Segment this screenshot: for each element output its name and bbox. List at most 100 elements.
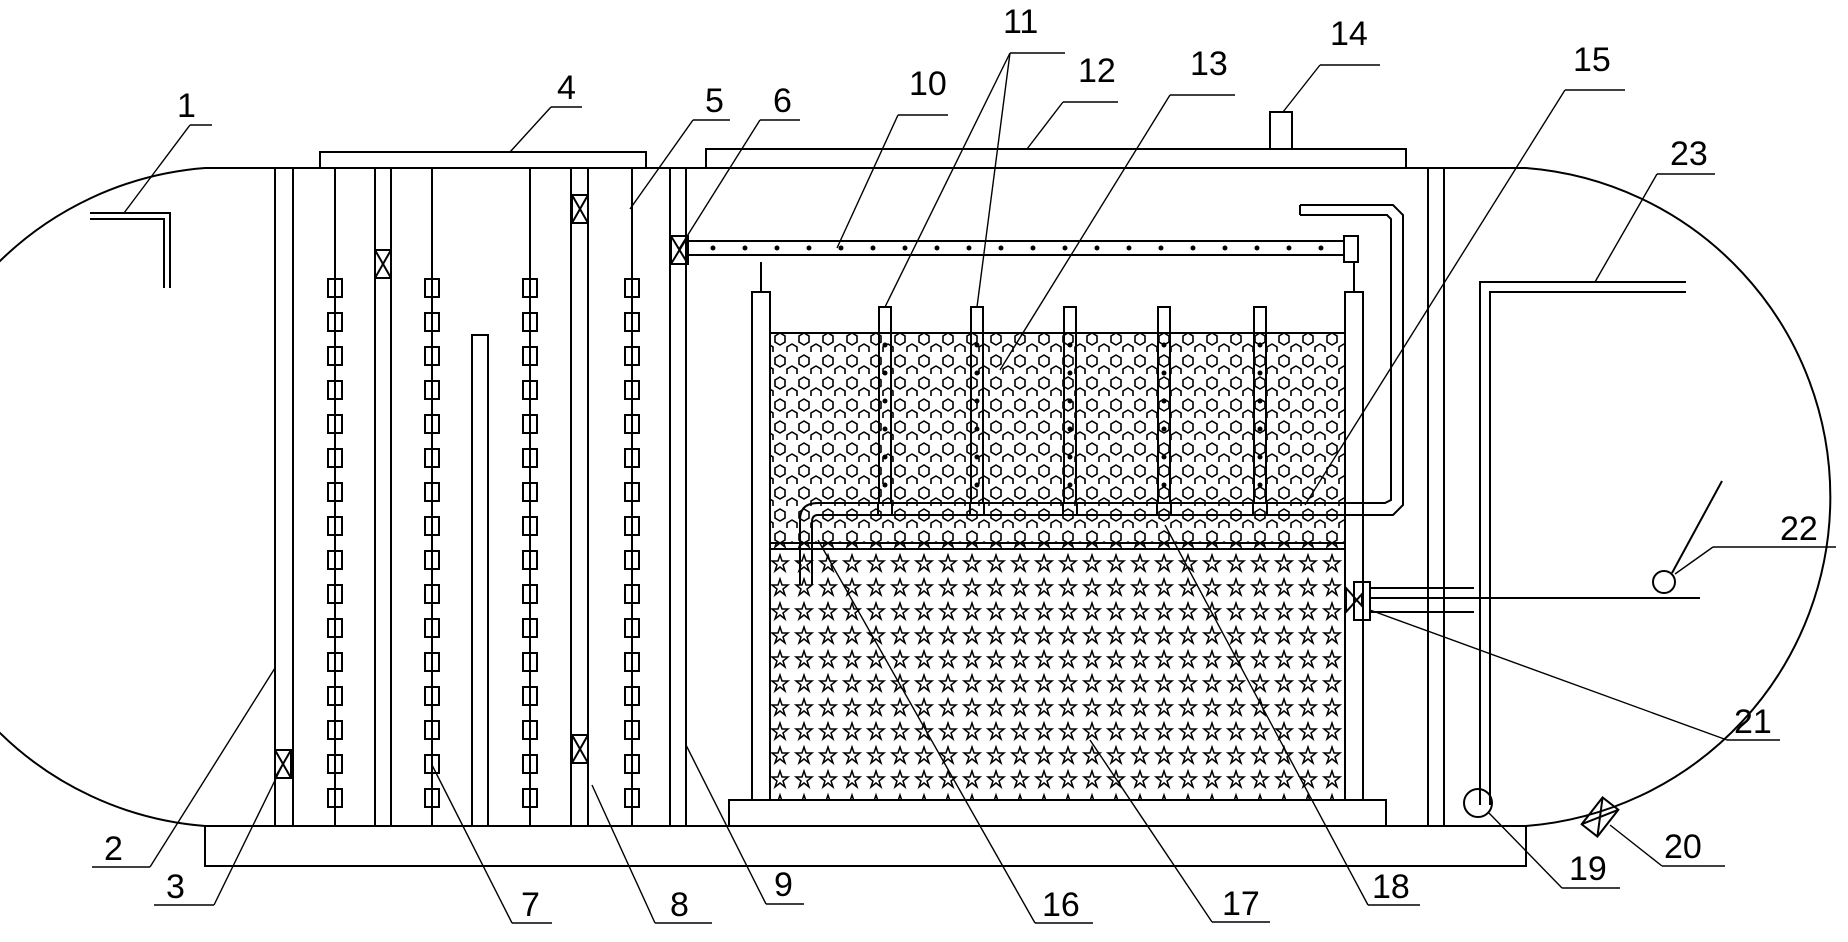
media-carrier — [522, 278, 538, 298]
aeration-hole — [1126, 245, 1132, 251]
aeration-holes — [710, 245, 1324, 251]
label-13: 13 — [1190, 45, 1228, 83]
media-carrier — [522, 754, 538, 774]
media-carrier — [522, 516, 538, 536]
aeration-hole — [870, 245, 876, 251]
label-10: 10 — [909, 65, 947, 103]
media-carrier — [624, 652, 640, 672]
media-carrier — [522, 414, 538, 434]
media-carrier — [424, 720, 440, 740]
media-carrier — [522, 380, 538, 400]
media-carrier — [522, 788, 538, 808]
aeration-hole — [1190, 245, 1196, 251]
media-carrier — [424, 550, 440, 570]
inlet-pipe — [90, 212, 171, 288]
media-carrier — [624, 754, 640, 774]
label-12: 12 — [1078, 52, 1116, 90]
air-lift-pipe — [1252, 306, 1268, 516]
label-9: 9 — [774, 866, 793, 904]
float-arm — [1671, 480, 1723, 574]
media-carrier — [424, 482, 440, 502]
aeration-hole — [742, 245, 748, 251]
media-carrier — [327, 278, 343, 298]
media-carrier — [624, 720, 640, 740]
aeration-hole — [1030, 245, 1036, 251]
aeration-hole — [902, 245, 908, 251]
aeration-hole — [774, 245, 780, 251]
label-8: 8 — [670, 886, 689, 924]
aeration-hole — [998, 245, 1004, 251]
upper-media-layer — [770, 333, 1345, 543]
media-carrier — [624, 550, 640, 570]
label-15: 15 — [1573, 41, 1611, 79]
media-carrier — [624, 618, 640, 638]
label-17: 17 — [1222, 885, 1260, 923]
label-16: 16 — [1042, 886, 1080, 924]
media-carrier — [327, 346, 343, 366]
filter-base — [728, 799, 1387, 827]
label-19: 19 — [1569, 850, 1607, 888]
media-carrier — [522, 618, 538, 638]
media-carrier — [624, 346, 640, 366]
media-carrier — [424, 380, 440, 400]
media-carrier — [624, 482, 640, 502]
media-carrier — [624, 312, 640, 332]
aeration-hole — [966, 245, 972, 251]
label-7: 7 — [521, 886, 540, 924]
media-carrier — [624, 584, 640, 604]
media-carrier — [624, 686, 640, 706]
label-2: 2 — [104, 830, 123, 868]
media-carrier — [424, 584, 440, 604]
media-carrier — [327, 482, 343, 502]
vent-pipe — [1269, 111, 1293, 150]
media-carrier — [624, 788, 640, 808]
media-carrier — [522, 550, 538, 570]
media-carrier — [327, 584, 343, 604]
label-3: 3 — [166, 868, 185, 906]
media-carrier — [522, 686, 538, 706]
media-carrier — [424, 312, 440, 332]
media-carrier — [424, 414, 440, 434]
media-carrier — [522, 448, 538, 468]
media-carrier — [327, 516, 343, 536]
valve-icon — [571, 734, 589, 764]
aeration-hole — [1286, 245, 1292, 251]
air-supply-pipe — [1479, 281, 1686, 805]
media-carrier — [522, 346, 538, 366]
partition-valves — [274, 194, 689, 779]
media-carrier — [327, 618, 343, 638]
base-support — [204, 825, 1527, 867]
label-22: 22 — [1780, 510, 1818, 548]
media-carrier — [424, 516, 440, 536]
air-lift-pipe — [1062, 306, 1078, 516]
air-lift-pipe — [877, 306, 893, 516]
media-carrier — [327, 720, 343, 740]
media-carrier — [424, 278, 440, 298]
filter-wall-left — [751, 291, 771, 801]
aeration-hole — [838, 245, 844, 251]
media-carrier — [327, 652, 343, 672]
media-carrier — [327, 754, 343, 774]
media-carrier — [424, 448, 440, 468]
outlet-assembly — [1345, 581, 1700, 621]
aeration-hole — [1094, 245, 1100, 251]
media-carrier — [624, 380, 640, 400]
label-6: 6 — [773, 82, 792, 120]
media-strings — [327, 168, 640, 826]
label-5: 5 — [705, 82, 724, 120]
filter-wall-right — [1344, 291, 1364, 801]
media-carrier — [624, 414, 640, 434]
label-11: 11 — [1003, 3, 1038, 41]
drain-valve — [1580, 796, 1620, 838]
media-carrier — [327, 448, 343, 468]
media-carrier — [424, 686, 440, 706]
media-carrier — [424, 652, 440, 672]
valve-icon — [571, 194, 589, 224]
media-carrier — [327, 312, 343, 332]
aeration-hole — [710, 245, 716, 251]
media-carrier — [522, 482, 538, 502]
manhole-cover-right — [705, 148, 1407, 169]
label-14: 14 — [1330, 15, 1368, 53]
